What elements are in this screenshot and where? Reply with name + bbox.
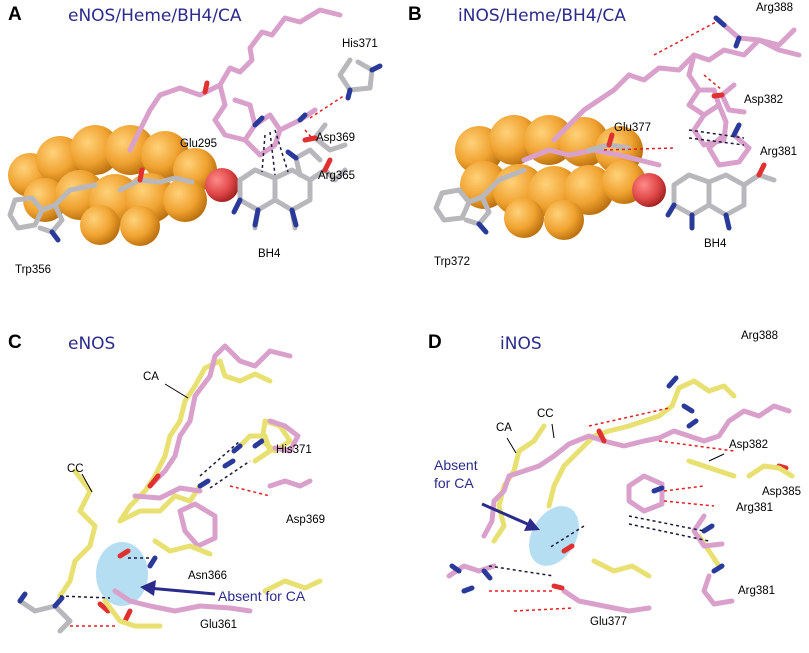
hydrogen-bonds	[59, 440, 271, 627]
bh4-atoms	[665, 162, 767, 231]
glu361-residue	[17, 591, 163, 634]
trp356-residue	[7, 182, 98, 243]
label-bh4: BH4	[704, 238, 727, 250]
callout-absent-line2: for CA	[434, 475, 474, 491]
label-asp369: Asp369	[286, 514, 326, 526]
ligand-atoms	[202, 80, 308, 128]
asp385-residue	[746, 463, 795, 479]
panel-c-structure	[17, 343, 323, 634]
panel-a: A eNOS/Heme/BH4/CA His371 Glu295 Asp369 …	[0, 0, 404, 326]
callout-absent-line1: Absent	[434, 457, 478, 473]
highlight-ellipse	[529, 506, 579, 566]
atom-accents	[449, 375, 789, 594]
label-bh4: BH4	[258, 248, 281, 260]
glu295-residue	[117, 167, 195, 193]
label-his371: His371	[276, 444, 312, 456]
asp382-residue	[711, 82, 747, 115]
ca-ligand	[112, 343, 313, 614]
absent-arrow	[481, 502, 540, 531]
asp369-residue	[302, 122, 348, 153]
panel-a-letter: A	[8, 4, 22, 25]
label-arg381-upper: Arg381	[736, 502, 774, 514]
absent-arrow	[140, 580, 216, 596]
label-arg381: Arg381	[760, 146, 798, 158]
label-ca: CA	[496, 422, 512, 434]
glu377-residue	[586, 132, 632, 153]
label-glu295: Glu295	[180, 138, 218, 150]
panel-d-structure	[446, 375, 795, 614]
asn366-residue	[152, 538, 213, 557]
panel-a-structure	[7, 7, 383, 246]
label-arg388: Arg388	[741, 330, 779, 342]
hydrogen-bonds	[603, 21, 745, 151]
his371-residue	[337, 57, 383, 101]
label-glu361: Glu361	[200, 619, 238, 631]
label-trp372: Trp372	[434, 256, 471, 268]
label-cc: CC	[67, 463, 84, 475]
label-arg388: Arg388	[756, 2, 794, 14]
panel-d-title: iNOS	[500, 334, 542, 354]
leader-lines	[81, 383, 189, 493]
arg388-residue	[713, 15, 802, 58]
label-trp356: Trp356	[15, 264, 52, 276]
trp372-residue	[433, 167, 527, 235]
label-asp369: Asp369	[316, 132, 356, 144]
panel-a-title: eNOS/Heme/BH4/CA	[68, 6, 242, 26]
label-arg365: Arg365	[318, 170, 356, 182]
label-cc: CC	[537, 408, 554, 420]
label-asp382: Asp382	[729, 439, 769, 451]
callout-absent-for-ca: Absent for CA	[218, 588, 306, 604]
ligand-atoms	[97, 438, 265, 624]
panel-b-letter: B	[408, 4, 422, 25]
panel-c-letter: C	[8, 332, 22, 353]
heme-spheres	[455, 115, 666, 240]
bh4-atoms	[231, 157, 333, 228]
hydrogen-bonds	[261, 94, 346, 176]
panel-d: D iNOS Arg388 CC CA Asp382 Asp385 Arg381…	[404, 326, 809, 653]
panel-c-title: eNOS	[68, 334, 116, 354]
his371-residue	[231, 433, 273, 464]
panel-b-title: iNOS/Heme/BH4/CA	[458, 6, 626, 26]
label-his371: His371	[342, 38, 378, 50]
panel-b-structure	[433, 15, 802, 240]
label-asn366: Asn366	[188, 570, 228, 582]
label-glu377: Glu377	[590, 616, 628, 628]
label-asp385: Asp385	[762, 486, 802, 498]
panel-b: B iNOS/Heme/BH4/CA Arg388 Asp382 Glu377 …	[404, 0, 809, 326]
label-glu377: Glu377	[614, 122, 652, 134]
hydrogen-bonds	[488, 407, 735, 612]
arg365-residue	[285, 147, 323, 178]
leader-lines	[506, 423, 725, 462]
arg381-residue	[706, 122, 752, 168]
label-arg381-lower: Arg381	[738, 585, 776, 597]
panel-c: C eNOS CA CC His371 Asp369 Asn366 Glu361…	[0, 326, 404, 653]
bh4-molecule	[671, 172, 777, 218]
label-asp382: Asp382	[744, 94, 784, 106]
label-ca: CA	[143, 371, 159, 383]
panel-d-letter: D	[428, 332, 442, 353]
